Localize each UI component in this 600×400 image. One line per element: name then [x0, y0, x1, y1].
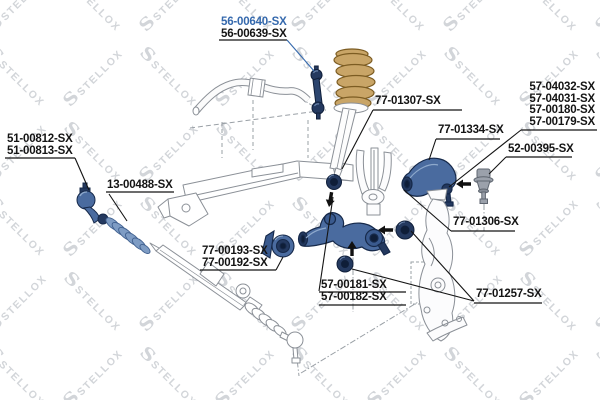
leader-line [74, 157, 90, 191]
part-number-link[interactable]: 56-00640-SX [221, 16, 287, 28]
steering-boot-drawing[interactable] [104, 215, 152, 255]
part-number[interactable]: 77-01334-SX [438, 124, 504, 136]
steering-rack-drawing [149, 242, 304, 364]
tie-rod-end-drawing[interactable] [76, 182, 109, 225]
leader-line [108, 193, 128, 222]
leader-line [488, 156, 507, 175]
shock-fork-drawing [355, 149, 392, 216]
part-number[interactable]: 56-00639-SX [221, 27, 287, 40]
part-number[interactable]: 57-00180-SX [529, 104, 595, 117]
part-label-77-01257[interactable]: 77-01257-SX [476, 288, 542, 301]
leader-line [351, 268, 475, 302]
part-number[interactable]: 51-00812-SX [7, 133, 73, 145]
leader-line [410, 230, 475, 302]
part-number[interactable]: 51-00813-SX [7, 144, 73, 157]
part-label-77-01334[interactable]: 77-01334-SX [438, 124, 504, 137]
part-number[interactable]: 77-00192-SX [202, 256, 268, 269]
leader-lines [5, 39, 597, 306]
part-number[interactable]: 57-04032-SX [529, 81, 595, 93]
part-number[interactable]: 77-01306-SX [453, 216, 519, 228]
part-label-52-00395[interactable]: 52-00395-SX [508, 143, 574, 156]
arm-lower-bushing-drawing[interactable] [336, 255, 354, 273]
part-label-77-01307[interactable]: 77-01307-SX [375, 95, 441, 108]
leader-line [275, 256, 284, 271]
leader-line [428, 138, 437, 161]
stabilizer-link-drawing[interactable] [310, 65, 325, 120]
ball-joint-drawing[interactable] [473, 168, 494, 204]
leader-line [448, 129, 522, 188]
leader-line [341, 109, 374, 170]
part-number[interactable]: 52-00395-SX [508, 143, 574, 155]
part-label-77-01306[interactable]: 77-01306-SX [453, 216, 519, 229]
rack-boot-line-art [244, 302, 287, 337]
shock-lower-bushing-drawing[interactable] [326, 174, 342, 190]
stabilizer-bar-drawing [192, 77, 311, 116]
lower-control-arm-drawing[interactable] [297, 212, 391, 256]
leader-line [403, 189, 452, 232]
part-number[interactable]: 77-00193-SX [202, 245, 268, 257]
part-number[interactable]: 77-01257-SX [476, 288, 542, 300]
part-label-13-00488[interactable]: 13-00488-SX [107, 179, 173, 192]
part-number[interactable]: 57-00181-SX [321, 279, 387, 291]
subframe-drawing [157, 147, 379, 227]
leader-line [318, 196, 334, 292]
part-number[interactable]: 77-01307-SX [375, 95, 441, 107]
upper-control-arm-drawing[interactable] [401, 157, 457, 207]
leader-line [286, 39, 315, 72]
part-number[interactable]: 57-00182-SX [321, 290, 387, 303]
part-number[interactable]: 57-04031-SX [529, 92, 595, 105]
arm-rear-bushing-drawing[interactable] [395, 220, 415, 240]
part-number[interactable]: 57-00179-SX [529, 115, 595, 128]
control-arm-bushing-drawing[interactable] [261, 229, 295, 259]
part-number[interactable]: 13-00488-SX [107, 179, 173, 191]
steering-knuckle-drawing [418, 188, 468, 342]
